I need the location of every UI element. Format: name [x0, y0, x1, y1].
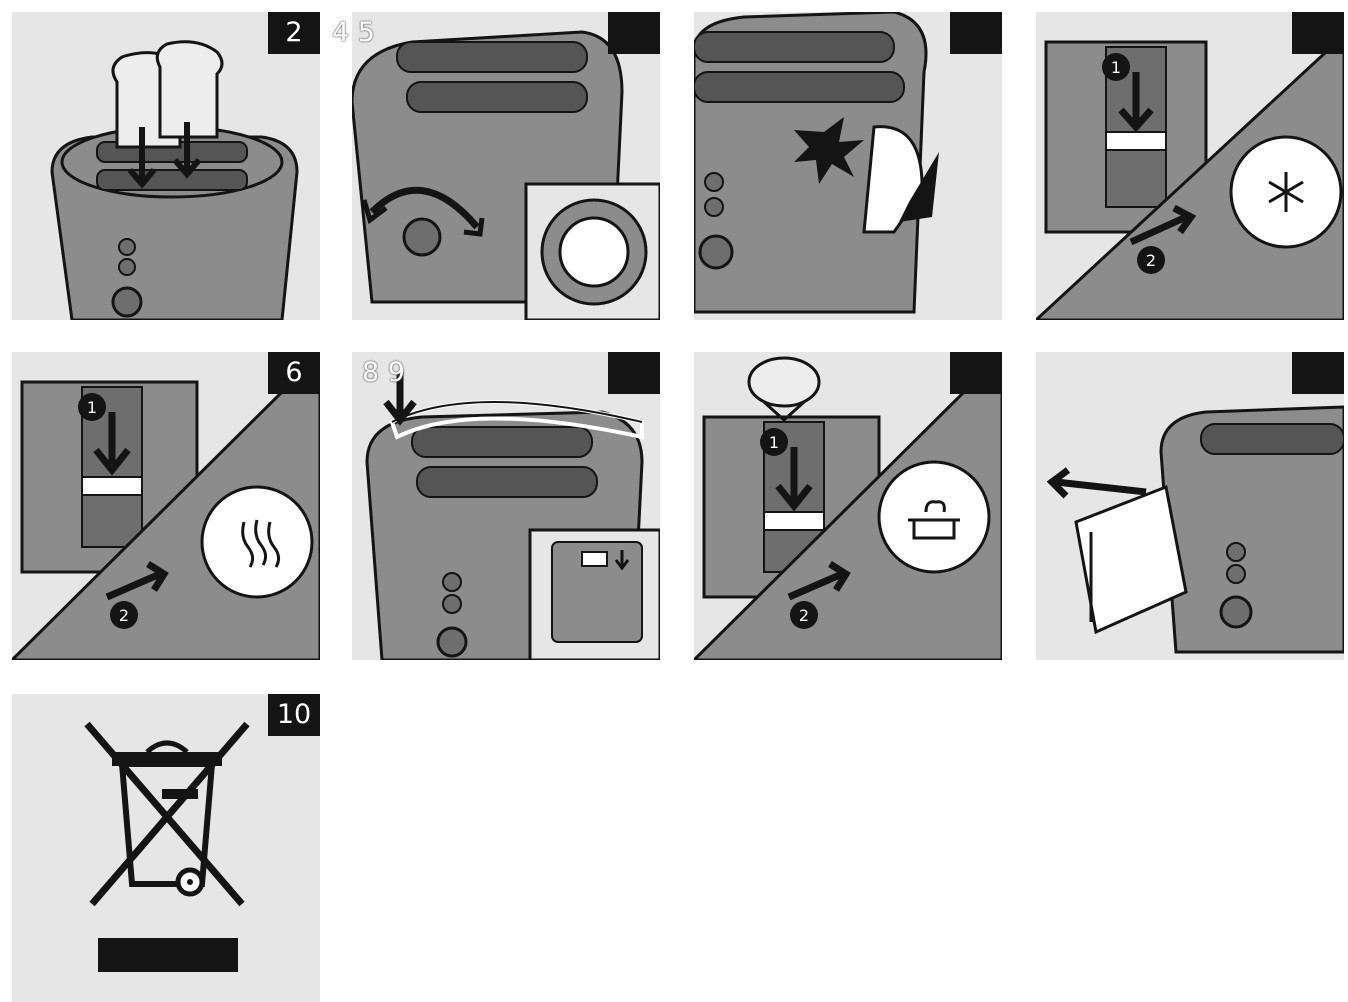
panel-lever-down	[694, 12, 1002, 320]
panel-crumb-tray	[1036, 352, 1344, 660]
weee-bin-icon	[84, 721, 250, 972]
svg-text:1: 1	[769, 433, 779, 452]
step-number-overflow: 4 5	[332, 17, 375, 48]
bun-warmer-icon	[908, 500, 960, 540]
reheat-illustration: 1 2	[12, 380, 320, 660]
crumb-tray-illustration	[1046, 405, 1344, 654]
step-number	[950, 352, 1002, 394]
defrost-icon	[1268, 172, 1304, 212]
svg-text:2: 2	[1146, 251, 1156, 270]
step-number-overflow: 8 9	[362, 357, 405, 388]
roll-icon	[747, 356, 821, 408]
separate-collection-bar	[98, 938, 238, 972]
warm-rolls-illustration: 1 2	[694, 356, 1002, 660]
bread-icon	[111, 40, 224, 149]
step-number	[1292, 352, 1344, 394]
panel-insert-bread: 2	[12, 12, 320, 320]
reheat-icon	[241, 519, 281, 568]
step-number: 2	[268, 12, 320, 54]
panel-defrost: 1 2	[1036, 12, 1344, 320]
step-number	[608, 352, 660, 394]
lever-illustration	[694, 12, 939, 314]
step-number: 6	[268, 352, 320, 394]
toaster-bread-illustration	[50, 40, 299, 320]
browning-dial-illustration	[352, 30, 660, 320]
step-number	[950, 12, 1002, 54]
svg-text:2: 2	[799, 606, 809, 625]
bun-warmer-illustration	[365, 372, 660, 660]
defrost-illustration: 1 2	[1036, 40, 1344, 320]
click-icon	[794, 117, 864, 184]
svg-text:1: 1	[1111, 58, 1121, 77]
crumb-tray-icon	[1074, 484, 1188, 635]
panel-browning-dial	[352, 12, 660, 320]
svg-text:1: 1	[87, 398, 97, 417]
step-number: 10	[268, 694, 320, 736]
panel-reheat: 1 2 6	[12, 352, 320, 660]
step-number	[1292, 12, 1344, 54]
panel-bun-warmer-rack	[352, 352, 660, 660]
panel-warm-rolls: 1 2	[694, 352, 1002, 660]
panel-disposal: 10	[12, 694, 320, 1002]
svg-text:2: 2	[119, 606, 129, 625]
step-number	[608, 12, 660, 54]
